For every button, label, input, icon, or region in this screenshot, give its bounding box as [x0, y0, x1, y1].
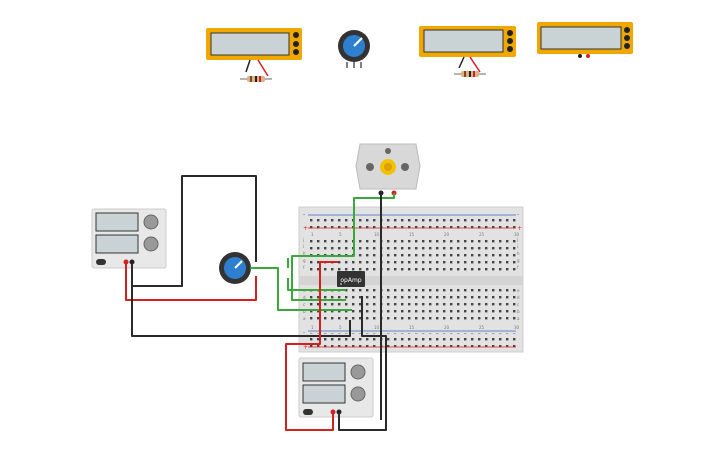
column-number: 25	[479, 325, 485, 330]
row-letter: c	[517, 302, 519, 307]
power-switch[interactable]	[303, 409, 313, 415]
row-letter: j	[302, 237, 304, 242]
wire-green[interactable]	[250, 267, 352, 311]
column-number: 25	[479, 232, 485, 237]
wire-red[interactable]	[125, 262, 257, 301]
multimeter-screen	[210, 32, 290, 56]
row-letter: d	[517, 295, 520, 300]
row-letter: h	[303, 251, 306, 256]
power-rail-bottom[interactable]	[308, 333, 516, 347]
column-number: 1	[311, 232, 314, 237]
column-number: 10	[374, 232, 380, 237]
row-letter: f	[517, 265, 519, 270]
supply-display	[95, 234, 139, 254]
wires[interactable]	[125, 175, 395, 431]
rail-symbol: -	[517, 211, 519, 218]
resistor-icon[interactable]	[454, 71, 486, 77]
row-letter: j	[516, 237, 518, 242]
row-letter: f	[303, 265, 305, 270]
row-letter: e	[517, 288, 520, 293]
row-letter: c	[303, 302, 305, 307]
terminal-icon[interactable]	[624, 27, 630, 33]
column-number: 20	[444, 232, 450, 237]
opamp-chip-icon[interactable]: opAmp	[337, 271, 365, 287]
terminal-icon[interactable]	[624, 43, 630, 49]
column-number: 10	[374, 325, 380, 330]
multimeter-2[interactable]	[419, 26, 516, 77]
wire-black[interactable]	[131, 262, 351, 337]
knob-icon[interactable]	[143, 236, 159, 252]
terminal-strip-bottom[interactable]	[310, 288, 516, 324]
column-number: 1	[311, 325, 314, 330]
rail-symbol: +	[303, 225, 308, 232]
multimeter-1[interactable]	[206, 28, 302, 82]
knob-icon[interactable]	[350, 364, 366, 380]
terminal-icon[interactable]	[507, 38, 513, 44]
rail-symbol: +	[517, 225, 522, 232]
row-letter: h	[517, 251, 520, 256]
supply-display	[302, 362, 346, 382]
column-number: 30	[514, 232, 520, 237]
terminal-icon[interactable]	[507, 30, 513, 36]
row-letter: b	[303, 309, 306, 314]
knob-icon[interactable]	[350, 386, 366, 402]
wire-red[interactable]	[285, 261, 338, 431]
row-letter: g	[303, 258, 306, 263]
potentiometer-icon[interactable]	[338, 30, 370, 68]
knob-icon[interactable]	[143, 214, 159, 230]
row-letter: a	[303, 316, 306, 321]
resistor-icon[interactable]	[240, 76, 272, 82]
terminal-icon[interactable]	[293, 41, 299, 47]
column-number: 5	[339, 325, 342, 330]
column-number: 30	[514, 325, 520, 330]
rail-symbol: +	[303, 344, 308, 351]
supply-display	[95, 212, 139, 232]
dc-motor-icon[interactable]	[355, 143, 421, 196]
potentiometer-icon[interactable]	[219, 252, 251, 284]
terminal-icon[interactable]	[507, 46, 513, 52]
column-number: 20	[444, 325, 450, 330]
row-letter: a	[517, 316, 520, 321]
rail-symbol: -	[303, 211, 305, 218]
power-supply-1[interactable]	[91, 208, 167, 269]
power-rail-top[interactable]	[308, 217, 516, 231]
rail-symbol: -	[303, 329, 305, 336]
row-letter: g	[517, 258, 520, 263]
multimeter-3[interactable]	[537, 22, 633, 58]
column-number: 5	[339, 232, 342, 237]
supply-display	[302, 384, 346, 404]
wire-black[interactable]	[338, 296, 387, 431]
power-switch[interactable]	[96, 259, 106, 265]
row-letter: i	[303, 244, 304, 249]
opamp-label: opAmp	[340, 277, 361, 284]
power-supply-2[interactable]	[298, 357, 374, 418]
terminal-icon[interactable]	[293, 49, 299, 55]
row-letter: b	[517, 309, 520, 314]
wire-green[interactable]	[287, 258, 346, 291]
column-number: 15	[409, 232, 415, 237]
terminal-icon[interactable]	[293, 32, 299, 38]
column-number: 15	[409, 325, 415, 330]
terminal-icon[interactable]	[624, 35, 630, 41]
wire-green[interactable]	[291, 193, 395, 301]
row-letter: d	[303, 295, 306, 300]
row-letter: i	[517, 244, 518, 249]
